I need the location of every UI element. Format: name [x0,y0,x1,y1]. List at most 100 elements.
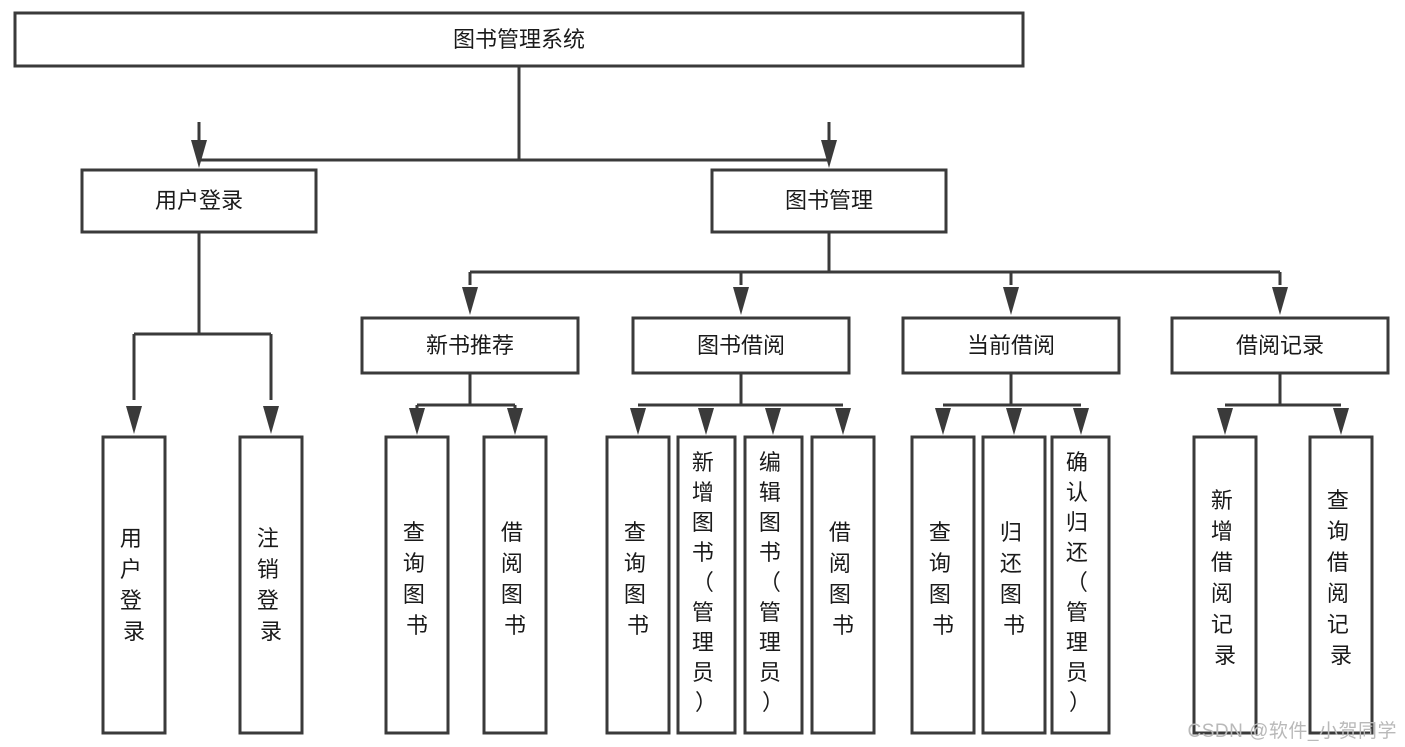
node-current-borrow[interactable]: 当前借阅 [901,316,1121,375]
leaf-borrow-book-2[interactable]: 借 阅 图 书 [810,435,876,735]
node-borrow-record-box[interactable] [1170,316,1390,375]
arrow-to-leaf-add-record [1217,408,1233,435]
node-new-book-recommend[interactable]: 新书推荐 [360,316,580,375]
leaf-char: 新 [1211,488,1233,513]
leaf-add-book[interactable]: 新 增 图 书 （ 管 理 员 ） [676,435,737,735]
leaf-query-book-2-label: 查 询 图 书 [624,520,652,638]
leaf-char: 管 [692,600,714,625]
leaf-query-book-1-label: 查 询 图 书 [403,520,431,638]
leaf-query-borrow-record-box[interactable] [1308,435,1374,735]
node-user-login-box[interactable] [80,168,318,234]
node-new-book-recommend-box[interactable] [360,316,580,375]
leaf-char: 图 [829,582,851,607]
leaf-query-book-1-box[interactable] [384,435,450,735]
leaf-edit-book-box[interactable] [743,435,804,735]
leaf-char: 编 [759,450,781,475]
node-book-borrow-box[interactable] [631,316,851,375]
leaf-char: 辑 [759,480,781,505]
leaf-borrow-book-1[interactable]: 借 阅 图 书 [482,435,548,735]
node-root[interactable]: 图书管理系统 [13,11,1025,68]
leaf-query-book-2-box[interactable] [605,435,671,735]
leaf-char: 还 [1000,551,1022,576]
leaf-logout-box[interactable] [238,435,304,735]
leaf-borrow-book-2-box[interactable] [810,435,876,735]
leaf-add-book-box[interactable] [676,435,737,735]
leaf-add-borrow-record-box[interactable] [1192,435,1258,735]
leaf-add-borrow-record[interactable]: 新 增 借 阅 记 录 [1192,435,1258,735]
connector-group-borrowrecord [1217,373,1349,435]
connector-root-children [197,128,831,161]
node-book-manage-label: 图书管理 [785,188,873,213]
connector-group-bookmanage [462,232,1288,315]
leaf-confirm-return-box[interactable] [1050,435,1111,735]
leaf-borrow-book-1-label: 借 阅 图 书 [501,520,529,638]
leaf-char: 增 [1211,519,1233,544]
leaf-char: 书 [832,613,854,638]
arrow-to-user-login [191,140,207,168]
leaf-char: 记 [1327,612,1349,637]
leaf-logout[interactable]: 注 销 登 录 [238,435,304,735]
leaf-query-book-3[interactable]: 查 询 图 书 [910,435,976,735]
leaf-query-borrow-record-label: 查 询 借 阅 记 录 [1327,488,1355,668]
leaf-user-login-box[interactable] [101,435,167,735]
leaf-query-book-1[interactable]: 查 询 图 书 [384,435,450,735]
node-user-login[interactable]: 用户登录 [80,168,318,234]
leaf-char: 理 [692,630,714,655]
leaf-char: 归 [1066,510,1088,535]
leaf-char: 图 [624,582,646,607]
arrow-to-leaf-borrow-book-1 [507,408,523,435]
leaf-char: 录 [260,619,282,644]
leaf-char: 增 [692,480,714,505]
leaf-query-book-2[interactable]: 查 询 图 书 [605,435,671,735]
leaf-char: ） [1069,690,1091,715]
arrow-to-borrow-record [1272,287,1288,315]
leaf-char: 登 [257,588,279,613]
leaf-char: 图 [692,510,714,535]
leaf-char: 阅 [1327,581,1349,606]
leaf-char: （ [1066,570,1088,595]
leaf-confirm-return[interactable]: 确 认 归 还 （ 管 理 员 ） [1050,435,1111,735]
leaf-edit-book[interactable]: 编 辑 图 书 （ 管 理 员 ） [743,435,804,735]
leaf-return-book-box[interactable] [981,435,1047,735]
node-current-borrow-box[interactable] [901,316,1121,375]
leaf-char: 销 [257,557,279,582]
node-root-box[interactable] [13,11,1025,68]
arrow-to-leaf-edit-book [765,408,781,435]
leaf-char: 借 [501,520,523,545]
node-book-borrow[interactable]: 图书借阅 [631,316,851,375]
leaf-char: 书 [759,540,781,565]
leaf-char: 询 [929,551,951,576]
leaf-char: 录 [123,619,145,644]
leaf-query-book-3-box[interactable] [910,435,976,735]
node-borrow-record[interactable]: 借阅记录 [1170,316,1390,375]
leaf-char: 借 [829,520,851,545]
arrow-to-book-borrow [733,287,749,315]
leaf-char: 登 [120,588,142,613]
node-book-manage[interactable]: 图书管理 [710,168,948,234]
arrow-to-book-manage [821,140,837,168]
leaf-char: 借 [1327,550,1349,575]
leaf-char: 询 [403,551,425,576]
node-current-borrow-label: 当前借阅 [967,333,1055,358]
leaf-logout-label: 注 销 登 录 [257,526,285,644]
leaf-char: 认 [1066,480,1088,505]
leaf-char: 员 [759,660,781,685]
leaf-char: 归 [1000,520,1022,545]
connector-group-bookborrow [630,373,851,435]
node-book-manage-box[interactable] [710,168,948,234]
leaf-borrow-book-1-box[interactable] [482,435,548,735]
leaf-user-login-label: 用 户 登 录 [120,526,148,644]
leaf-char: 查 [929,520,951,545]
leaf-char: （ [692,570,714,595]
leaf-user-login[interactable]: 用 户 登 录 [101,435,167,735]
connector-group-userlogin [126,232,279,434]
leaf-query-borrow-record[interactable]: 查 询 借 阅 记 录 [1308,435,1374,735]
leaf-char: 阅 [501,551,523,576]
leaf-char: 理 [759,630,781,655]
leaf-char: 新 [692,450,714,475]
leaf-char: 书 [1003,613,1025,638]
leaf-return-book[interactable]: 归 还 图 书 [981,435,1047,735]
node-user-login-label: 用户登录 [155,188,243,213]
leaf-char: 阅 [1211,581,1233,606]
